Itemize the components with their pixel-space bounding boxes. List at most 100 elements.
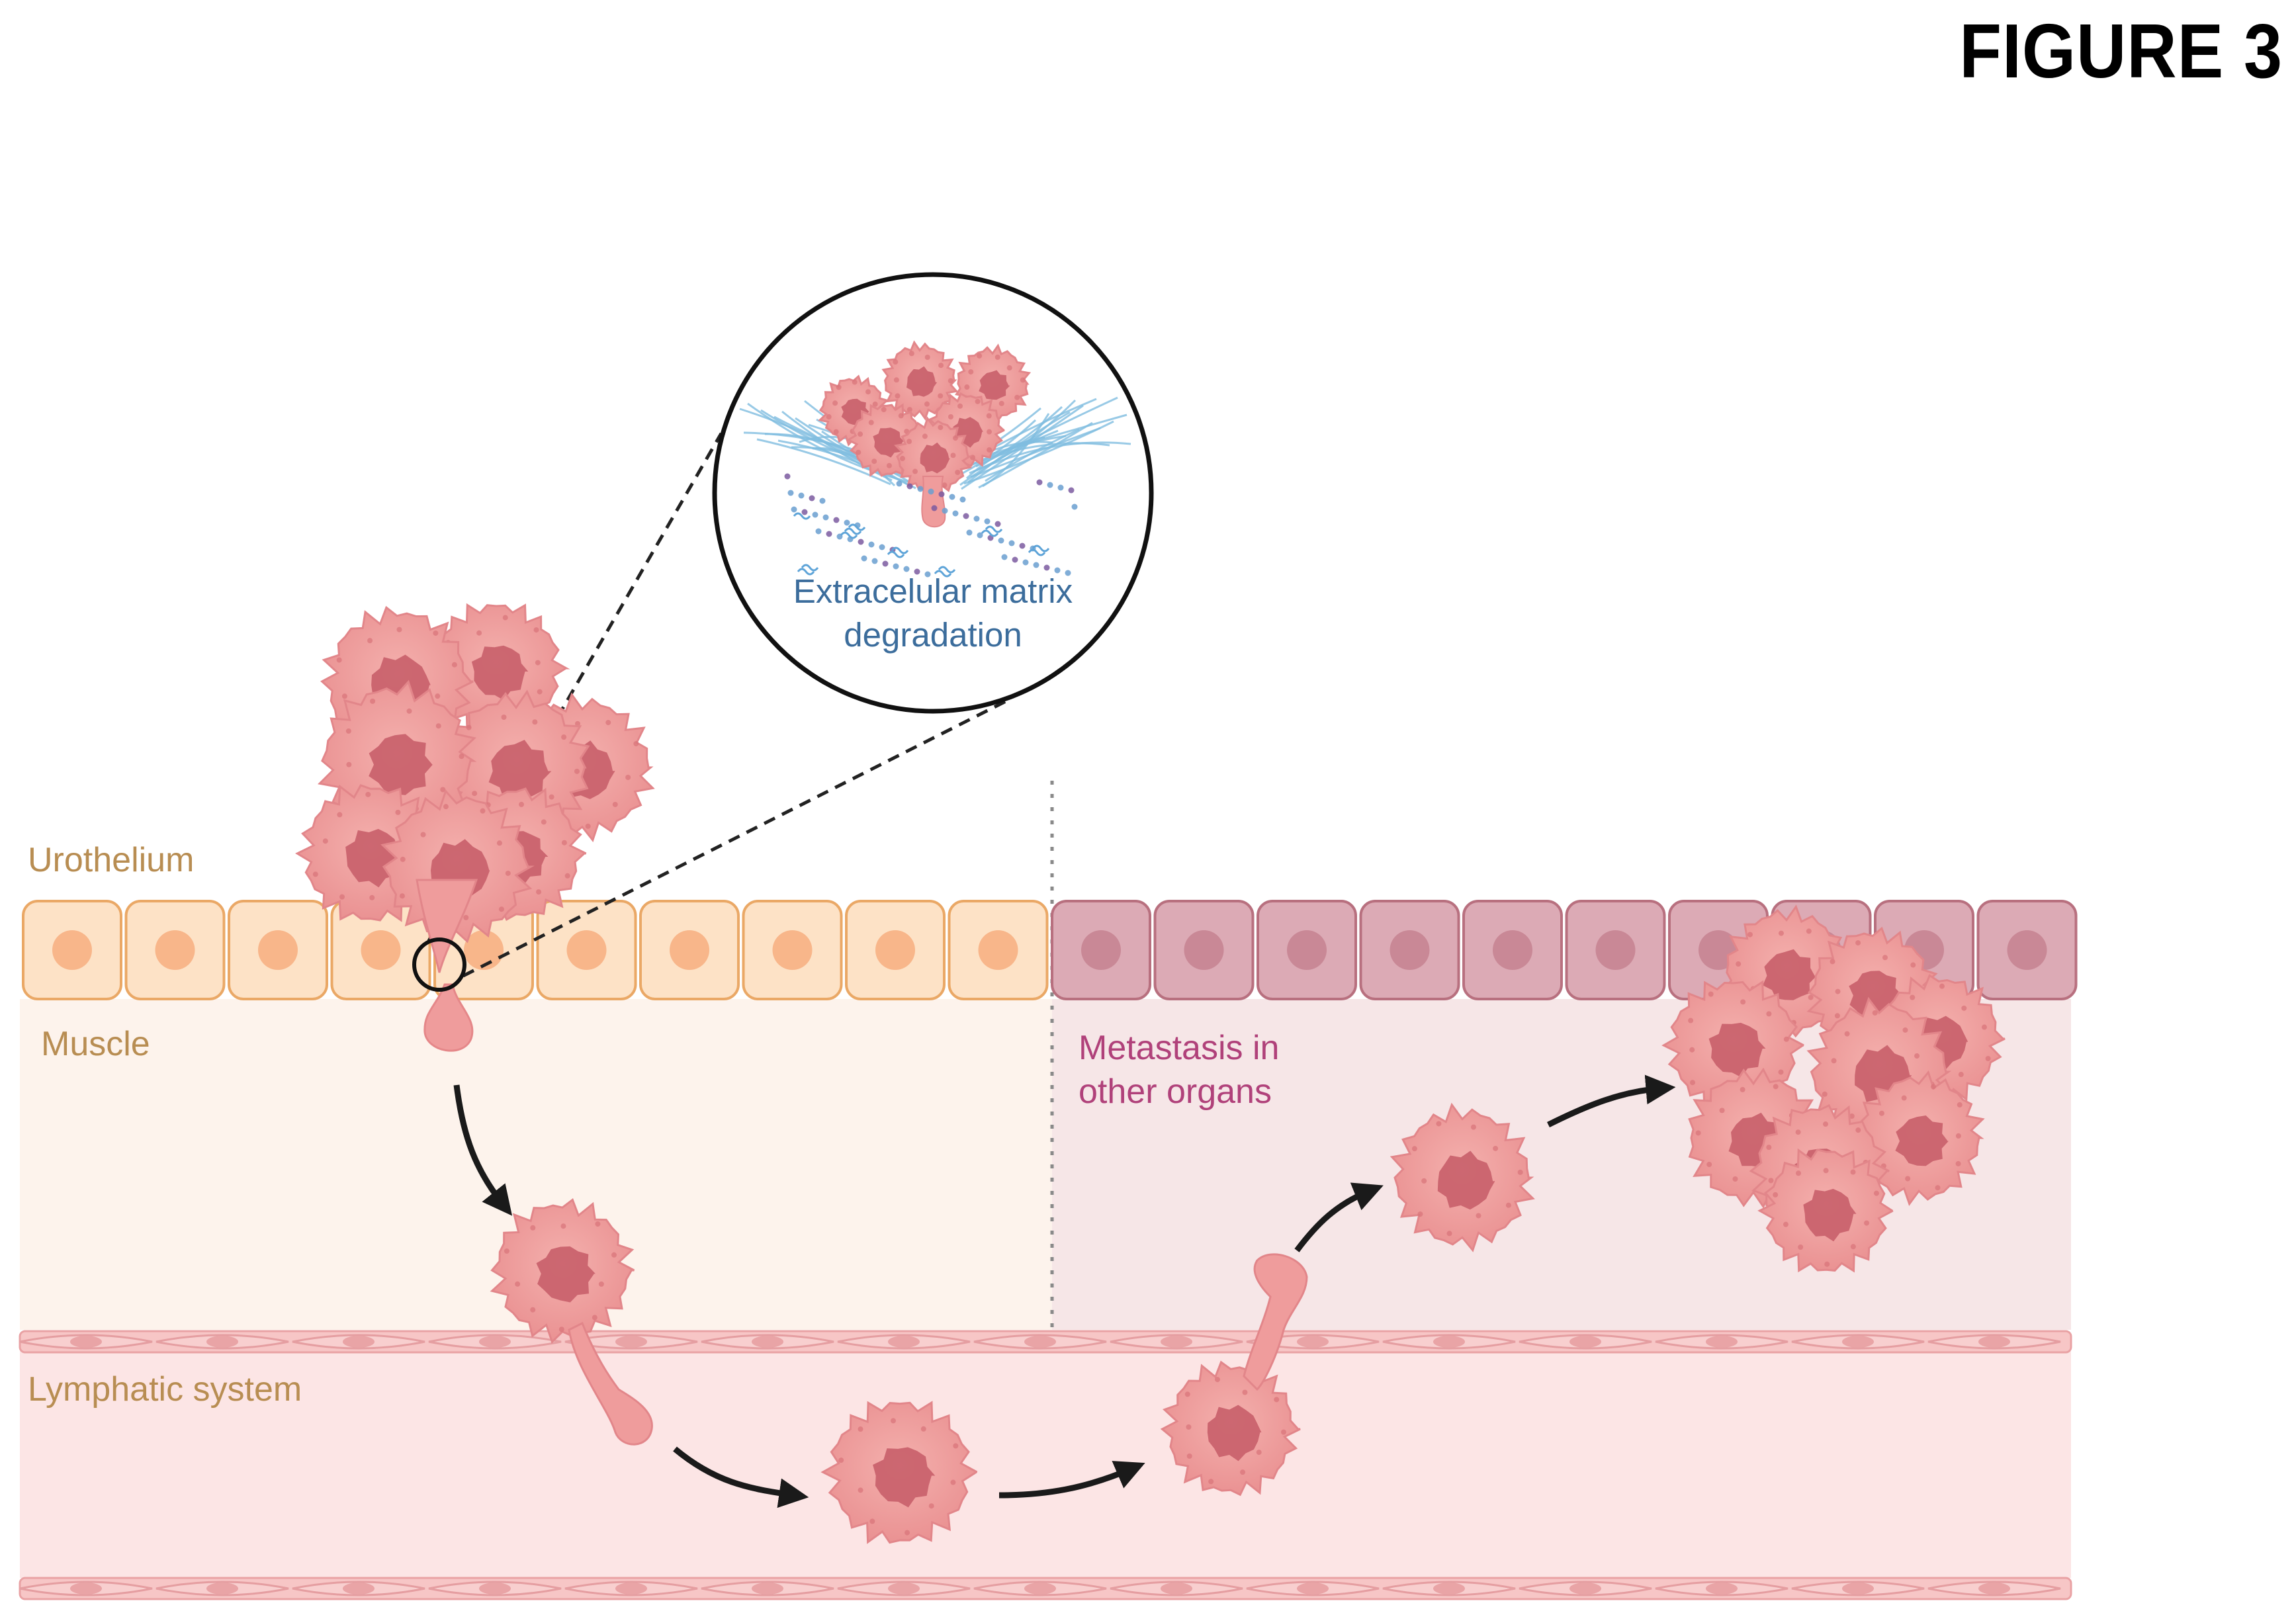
degradation-particle xyxy=(1022,559,1029,566)
organ-epithelial-cell xyxy=(1462,900,1563,1000)
degradation-particle xyxy=(1036,479,1043,486)
tumor-cell xyxy=(881,340,959,421)
intravasating-cell xyxy=(490,1198,653,1446)
degradation-particle xyxy=(1008,540,1015,546)
degradation-particle xyxy=(928,488,934,495)
invading-stalk xyxy=(416,879,478,973)
arrow-out-of-lymph xyxy=(1294,1182,1384,1252)
organ-epithelial-cell xyxy=(1257,900,1357,1000)
arrow-to-organ-colony xyxy=(1546,1074,1676,1128)
degradation-particle xyxy=(1065,570,1071,576)
invading-protrusion xyxy=(921,476,946,528)
degradation-particle xyxy=(984,518,991,525)
degradation-particle xyxy=(1057,484,1064,491)
degradation-particle xyxy=(882,560,889,567)
metastatic-tumor-cluster xyxy=(1661,904,2006,1273)
degradation-particle xyxy=(959,496,966,503)
lymphatic-wall-bottom xyxy=(19,1577,2072,1600)
ecm-fiber xyxy=(756,438,891,486)
fiber-fragment xyxy=(891,546,909,554)
organ-epithelial-cell xyxy=(1153,900,1255,1000)
zoom-line-left xyxy=(427,432,723,942)
degradation-particle xyxy=(949,494,955,500)
degradation-particle xyxy=(994,521,1001,527)
degradation-particle xyxy=(963,513,969,519)
degradation-particle xyxy=(826,531,832,537)
degradation-particle xyxy=(879,544,885,550)
degradation-particle xyxy=(815,528,822,535)
degradation-particle xyxy=(871,558,878,564)
degradation-particle xyxy=(966,529,973,536)
degradation-particle xyxy=(906,483,913,490)
fiber-fragment xyxy=(848,523,866,531)
organ-epithelial-cell xyxy=(1359,900,1460,1000)
fiber-fragment xyxy=(844,527,862,535)
degradation-particle xyxy=(858,539,864,545)
fiber-fragment xyxy=(801,564,819,572)
degradation-particle xyxy=(1019,543,1026,549)
figure-title: FIGURE 3 xyxy=(1959,8,2283,94)
urothelial-cell xyxy=(124,900,226,1000)
degradation-particle xyxy=(861,555,867,562)
label-ecm-line2: degradation xyxy=(844,616,1022,654)
fiber-fragment xyxy=(985,525,1003,533)
degradation-particle xyxy=(787,490,794,496)
degradation-particle xyxy=(1047,482,1053,488)
organ-epithelial-cell xyxy=(1976,900,2078,1000)
organ-epithelial-cell xyxy=(1051,900,1151,1000)
degradation-particle xyxy=(809,495,815,501)
label-metastasis-line1: Metastasis in xyxy=(1079,1029,1280,1067)
degradation-particle xyxy=(1012,556,1018,563)
degradation-particle xyxy=(938,491,945,498)
urothelial-cell xyxy=(742,900,843,1000)
degradation-particle xyxy=(801,509,808,515)
tumor-cell xyxy=(820,1401,978,1544)
ecm-degradation-illustration xyxy=(739,340,1131,578)
primary-tumor-cluster xyxy=(295,603,655,973)
urothelial-cell xyxy=(948,900,1049,1000)
degradation-particle xyxy=(1043,564,1050,571)
degradation-particle xyxy=(952,510,959,517)
tumor-cell xyxy=(1160,1360,1301,1497)
urothelial-cell xyxy=(536,900,637,1000)
fiber-fragment xyxy=(1032,545,1050,552)
degradation-particle xyxy=(924,571,931,578)
extravasating-cell xyxy=(1160,1253,1308,1497)
urothelial-cell xyxy=(22,900,122,1000)
degradation-particle xyxy=(1001,554,1008,560)
ecm-zoom-inset xyxy=(712,272,1154,714)
ecm-fiber xyxy=(961,404,1084,490)
degradation-particle xyxy=(833,517,840,523)
degradation-particle xyxy=(973,515,980,522)
ecm-fiber xyxy=(970,427,1101,478)
arrow-along-lymph xyxy=(998,1461,1145,1499)
urothelial-cell xyxy=(228,900,328,1000)
fiber-fragment xyxy=(797,568,815,576)
degradation-particle xyxy=(914,568,920,575)
label-ecm-line1: Extracelular matrix xyxy=(793,572,1073,610)
urothelial-cell xyxy=(845,900,946,1000)
fiber-fragment xyxy=(934,570,952,578)
urothelial-cell xyxy=(639,900,740,1000)
degradation-particle xyxy=(784,473,791,480)
fiber-fragment xyxy=(840,531,858,539)
zoom-focus-circle xyxy=(412,937,466,992)
fiber-fragment xyxy=(887,550,905,558)
degradation-particle xyxy=(917,486,924,492)
label-lymphatic-system: Lymphatic system xyxy=(28,1370,302,1409)
degradation-particle xyxy=(893,563,899,570)
ecm-fiber xyxy=(982,413,1050,488)
degradation-particle xyxy=(868,541,875,548)
zoom-line-right xyxy=(462,699,1007,978)
lymph-region xyxy=(20,1343,2071,1578)
organ-epithelial-cell xyxy=(1565,900,1666,1000)
tumor-cell xyxy=(894,416,973,497)
ecm-fiber xyxy=(979,396,1118,466)
tumor-cell xyxy=(1757,1148,1894,1273)
label-metastasis-line2: other organs xyxy=(1079,1072,1272,1111)
degradation-particle xyxy=(798,492,805,499)
degradation-particle xyxy=(1068,487,1075,494)
migrating-cells xyxy=(490,1102,1535,1544)
lymphatic-wall-top xyxy=(19,1330,2072,1354)
